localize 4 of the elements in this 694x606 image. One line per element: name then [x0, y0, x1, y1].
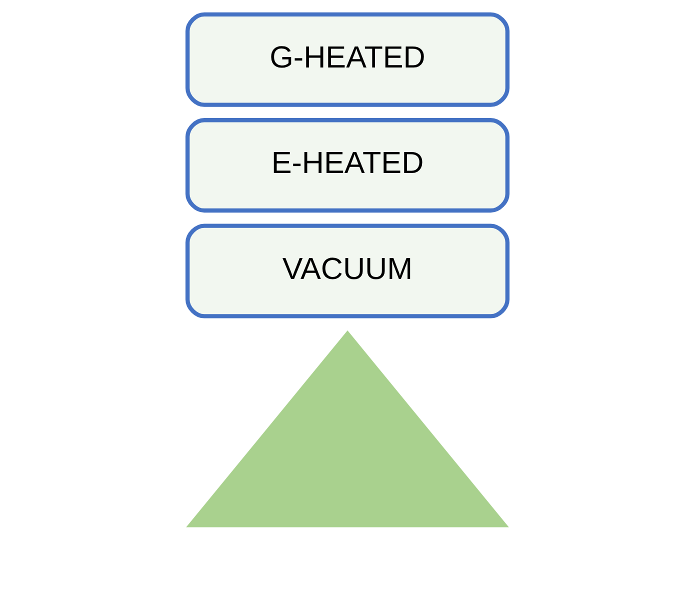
node-box: E-HEATED	[184, 118, 510, 213]
node-box: VACUUM	[184, 224, 510, 318]
node-box: G-HEATED	[184, 12, 510, 107]
node-triangle	[186, 330, 508, 528]
